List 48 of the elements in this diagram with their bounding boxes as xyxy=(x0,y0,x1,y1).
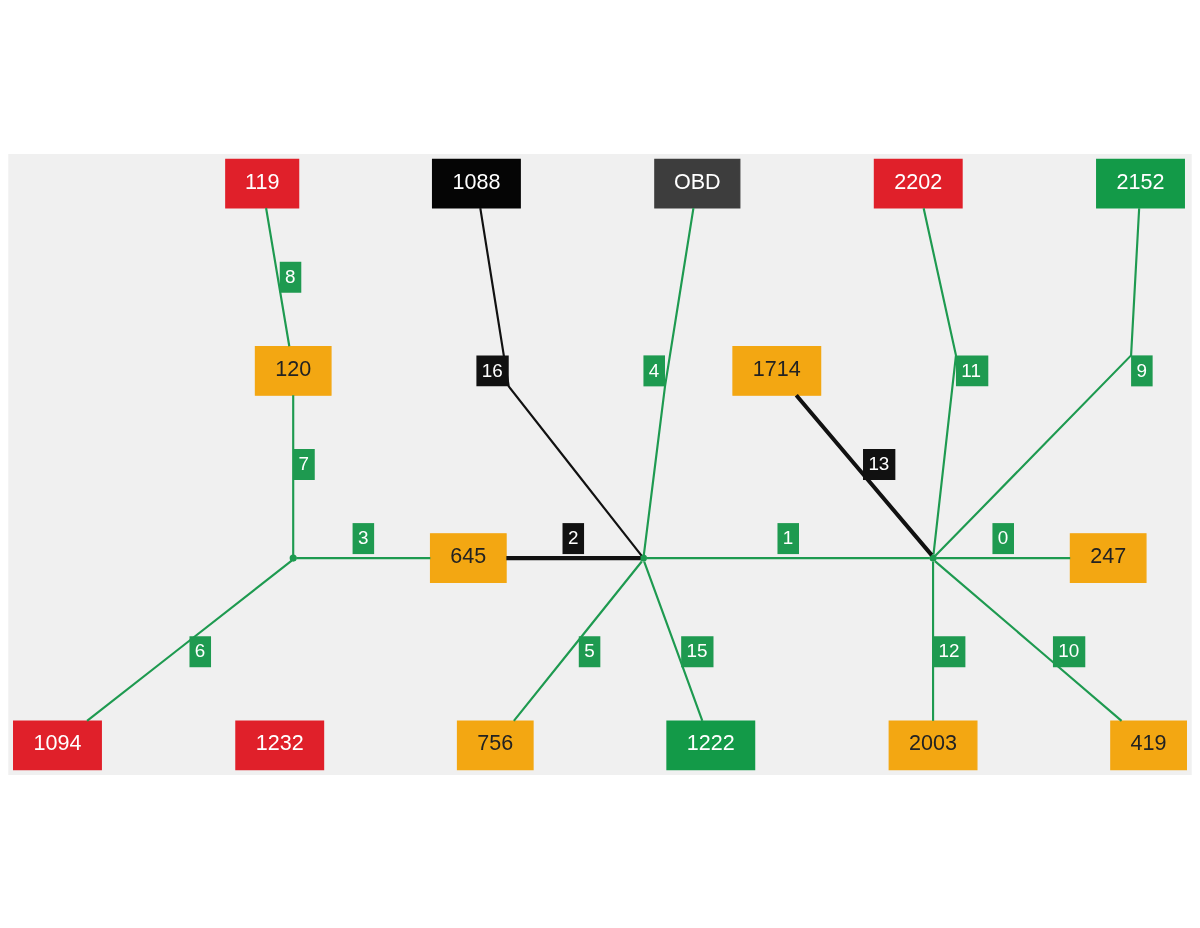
edge-label: 9 xyxy=(1136,359,1147,381)
edge-label: 4 xyxy=(648,359,660,381)
edge-label: 5 xyxy=(584,639,595,661)
node-box: 247 xyxy=(1069,532,1147,583)
node-box: 2152 xyxy=(1096,158,1185,209)
edge-label: 16 xyxy=(481,359,503,381)
node-box: 645 xyxy=(429,532,507,583)
connector xyxy=(936,556,1071,559)
node-box: 119 xyxy=(225,158,300,209)
connector xyxy=(643,560,704,721)
connector xyxy=(86,559,293,722)
node-box: 1714 xyxy=(732,345,822,396)
connector xyxy=(506,555,641,560)
node-box: OBD xyxy=(654,158,741,209)
edge-label: 7 xyxy=(298,452,310,474)
node-box: 2003 xyxy=(888,719,978,770)
connector xyxy=(296,556,431,559)
edge-label: 13 xyxy=(868,452,890,474)
edge-label: 6 xyxy=(194,639,206,661)
connector xyxy=(292,394,295,555)
edge-label: 3 xyxy=(357,526,369,548)
connector xyxy=(794,393,934,556)
connector xyxy=(931,561,935,721)
node-box: 1222 xyxy=(666,719,756,770)
node-box: 1094 xyxy=(13,719,102,770)
node-box: 419 xyxy=(1110,719,1187,770)
connector xyxy=(513,560,643,722)
node-point xyxy=(639,554,648,562)
node-box: 1088 xyxy=(431,158,521,209)
node-point xyxy=(929,554,937,562)
connector xyxy=(922,207,958,555)
node-box: 2202 xyxy=(873,158,963,209)
connector xyxy=(934,207,1141,557)
edge-label: 12 xyxy=(938,639,960,661)
edge-label: 2 xyxy=(567,526,579,548)
edge-label: 11 xyxy=(961,359,981,381)
edge-label: 8 xyxy=(285,265,296,287)
edge-label: 10 xyxy=(1058,639,1080,661)
connector xyxy=(265,207,291,346)
edge-label: 0 xyxy=(997,526,1009,548)
connector xyxy=(642,207,695,555)
node-box: 120 xyxy=(254,345,332,396)
edge-label: 15 xyxy=(686,639,708,661)
node-box: 1232 xyxy=(235,719,325,770)
node-box: 756 xyxy=(456,719,534,770)
connector xyxy=(646,556,930,559)
edge-label: 1 xyxy=(782,526,794,548)
node-point xyxy=(289,554,297,562)
